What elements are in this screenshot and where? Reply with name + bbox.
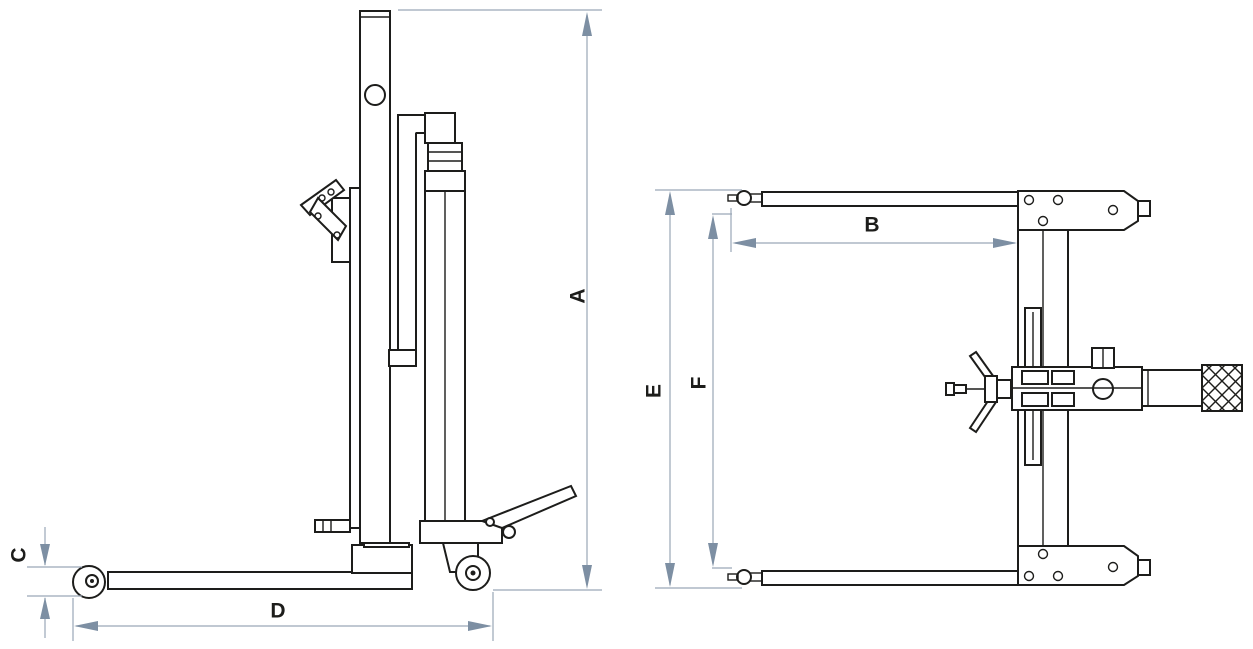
dimension-label-a: A bbox=[567, 288, 590, 303]
main-mast bbox=[359, 10, 410, 548]
hydraulic-cylinder bbox=[424, 112, 466, 522]
top-plate bbox=[1017, 190, 1151, 231]
rear-column bbox=[349, 187, 361, 529]
handle bbox=[1141, 364, 1243, 412]
dimension-label-f: F bbox=[688, 376, 711, 389]
wing-nut bbox=[945, 350, 1012, 434]
front-wheel bbox=[72, 565, 106, 599]
side-view bbox=[72, 10, 578, 599]
hydraulic-hose bbox=[388, 114, 429, 367]
top-dimensions: E F B bbox=[643, 189, 1017, 589]
dimension-label-e: E bbox=[643, 384, 666, 398]
side-dimensions: A C D bbox=[8, 9, 602, 641]
lower-bracket bbox=[314, 519, 351, 533]
center-mechanism bbox=[1011, 347, 1143, 411]
bottom-plate bbox=[1017, 545, 1151, 586]
bottom-arm bbox=[727, 569, 1021, 586]
top-arm bbox=[727, 190, 1021, 207]
top-view bbox=[727, 190, 1243, 586]
foot-pedal bbox=[419, 484, 578, 544]
dimension-label-c: C bbox=[8, 547, 31, 562]
base-leg bbox=[107, 544, 413, 590]
dimension-label-b: B bbox=[864, 214, 879, 237]
rear-wheel bbox=[441, 542, 491, 591]
knurled-grip bbox=[1201, 364, 1243, 412]
tilting-head bbox=[299, 178, 351, 263]
dimension-label-d: D bbox=[270, 600, 285, 623]
